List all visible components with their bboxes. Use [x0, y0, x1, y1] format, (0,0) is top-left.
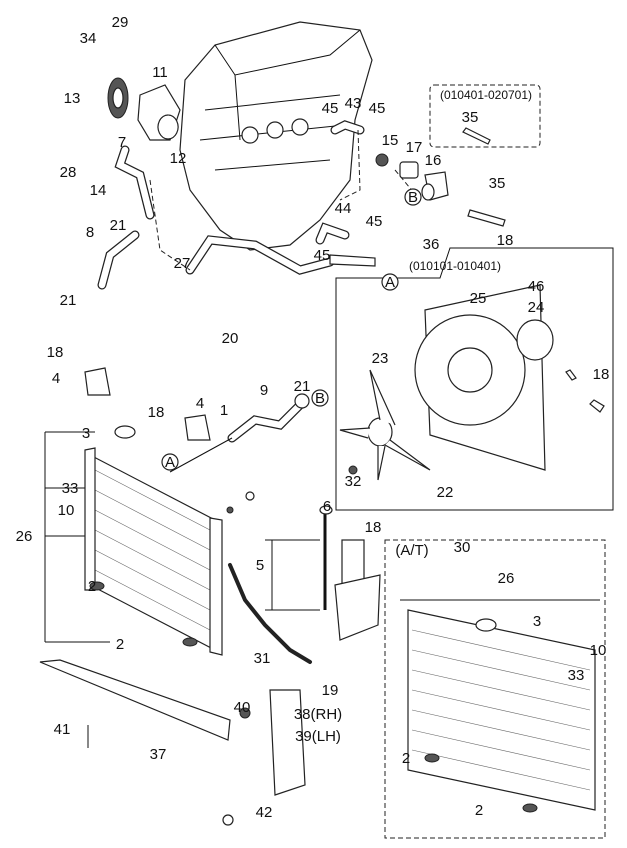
part-label: 44: [335, 200, 352, 217]
water-pump: [107, 77, 181, 141]
part-label: 4: [196, 395, 204, 412]
part-label: 45: [369, 100, 386, 117]
part-label: 34: [80, 30, 97, 47]
part-label: 37: [150, 746, 167, 763]
callout-circle: [161, 453, 179, 471]
part-label: 42: [256, 804, 273, 821]
part-label: (010401-020701): [440, 88, 532, 102]
part-label: 28: [60, 164, 77, 181]
part-label: 21: [294, 378, 311, 395]
reservoir-tank: [228, 505, 381, 664]
part-label: 2: [88, 578, 96, 595]
part-label: 4: [52, 370, 60, 387]
part-label: 18: [593, 366, 610, 383]
part-label: 24: [528, 299, 545, 316]
callout-letter: B: [315, 390, 325, 407]
part-label: 21: [110, 217, 127, 234]
part-label: 29: [112, 14, 129, 31]
part-label: 30: [454, 539, 471, 556]
callout-circle: [404, 188, 422, 206]
part-label: (010101-010401): [409, 259, 501, 273]
part-label: 13: [64, 90, 81, 107]
fan-shroud-box: [335, 247, 614, 511]
part-label: 10: [58, 502, 75, 519]
part-label: 8: [86, 224, 94, 241]
part-label: 2: [402, 750, 410, 767]
part-label: 35: [462, 109, 479, 126]
part-label: 36: [423, 236, 440, 253]
part-label: 7: [118, 134, 126, 151]
callout-circle: [311, 389, 329, 407]
part-label: 27: [174, 255, 191, 272]
callout-letter: B: [408, 189, 418, 206]
part-label: 14: [90, 182, 107, 199]
at-radiator-box: [384, 539, 606, 839]
part-label: 1: [220, 402, 228, 419]
part-label: 23: [372, 350, 389, 367]
part-label: 21: [60, 292, 77, 309]
part-label: 22: [437, 484, 454, 501]
part-label: 6: [323, 498, 331, 515]
part-label: 39(LH): [295, 728, 341, 745]
part-label: 16: [425, 152, 442, 169]
part-label: 32: [345, 473, 362, 490]
callout-circle: [381, 273, 399, 291]
part-label: 31: [254, 650, 271, 667]
part-label: 45: [314, 247, 331, 264]
part-label: 40: [234, 699, 251, 716]
version-box-010401-020701: [429, 84, 541, 148]
part-label: 45: [366, 213, 383, 230]
part-label: 18: [148, 404, 165, 421]
callout-letter: A: [165, 454, 175, 471]
part-label: 17: [406, 139, 423, 156]
part-label: 19: [322, 682, 339, 699]
part-label: 2: [475, 802, 483, 819]
part-label: 46: [528, 278, 545, 295]
part-label: 12: [170, 150, 187, 167]
callout-letter: A: [385, 274, 395, 291]
part-label: 3: [533, 613, 541, 630]
part-label: 41: [54, 721, 71, 738]
part-label: 3: [82, 425, 90, 442]
engine-block: [179, 21, 373, 251]
part-label: 2: [116, 636, 124, 653]
part-label: 26: [16, 528, 33, 545]
part-label: 45: [322, 100, 339, 117]
part-label: 5: [256, 557, 264, 574]
part-label: 35: [489, 175, 506, 192]
part-label: 18: [47, 344, 64, 361]
part-label: 15: [382, 132, 399, 149]
part-label: 25: [470, 290, 487, 307]
part-label: 18: [365, 519, 382, 536]
part-label: 26: [498, 570, 515, 587]
part-label: (A/T): [395, 542, 428, 559]
part-label: 11: [152, 64, 168, 81]
part-label: 38(RH): [294, 706, 342, 723]
part-label: 10: [590, 642, 607, 659]
radiator: [44, 425, 255, 656]
part-label: 33: [62, 480, 79, 497]
part-label: 20: [222, 330, 239, 347]
part-label: 43: [345, 95, 362, 112]
part-label: 18: [497, 232, 514, 249]
part-label: 9: [260, 382, 268, 399]
part-label: 33: [568, 667, 585, 684]
